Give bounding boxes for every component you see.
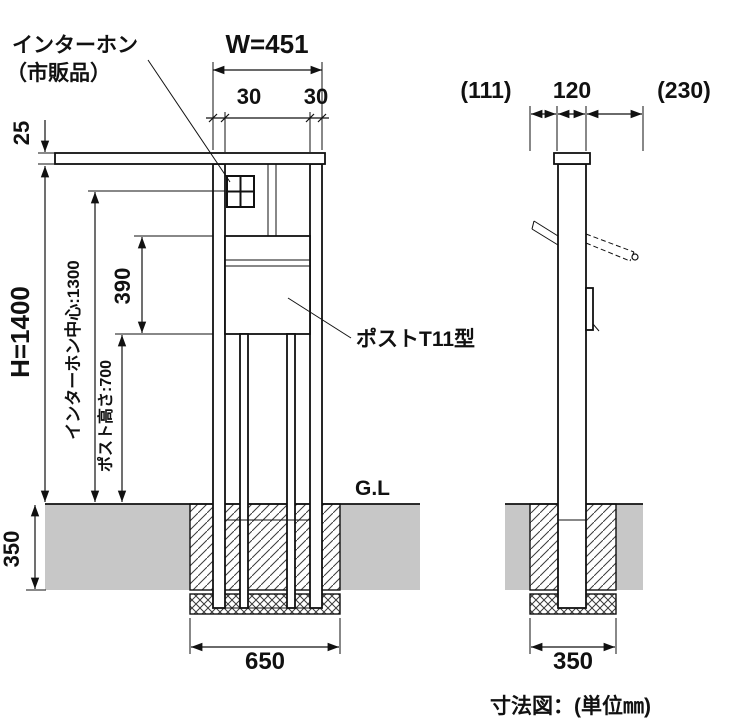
mailbox-bracket-hook [592,323,600,332]
intercom-bracket [533,220,559,237]
flap-knob [631,253,639,261]
dim-box-label: 390 [110,268,135,305]
leg-right [286,333,296,609]
post-right [309,163,323,609]
intercom-bracket [531,220,535,230]
mailbox-flap-dashed [585,233,635,253]
post-profile [557,163,587,609]
side-view-dimensions: (111) 120 (230) 350 [460,77,710,675]
mailbox-bracket [585,287,594,331]
post-cap [553,152,591,165]
soil-left [505,504,530,590]
dim-back-offset-label: (230) [657,77,711,103]
post-left [212,163,226,609]
dim-post-right-label: 30 [304,84,328,109]
dim-intercom-center-label: インターホン中心:1300 [63,260,83,439]
drawing-caption: 寸法図：(単位㎜) [490,694,651,718]
dim-height-label: H=1400 [5,286,35,378]
side-view-structure [531,152,639,609]
intercom-callout-line2: （市販品） [6,61,111,85]
front-view-structure [54,152,326,609]
leg-left [239,333,249,609]
soil-right [616,504,643,590]
dim-width-label: W=451 [225,29,308,59]
intercom-bracket [531,228,559,246]
top-crossbar [54,152,326,165]
soil-left [45,504,190,590]
ground-level-label: G.L [355,477,390,500]
dim-embed-label: 350 [0,531,24,568]
dim-post-left-label: 30 [237,84,261,109]
dim-post-height-label: ポスト高さ:700 [96,360,115,472]
intercom-callout-line1: インターホン [12,34,138,57]
gravel-base [189,593,341,615]
dim-side-footing-label: 350 [553,648,593,675]
dim-footing-label: 650 [245,648,285,675]
dim-post-depth-label: 120 [553,77,591,103]
dim-cap-label: 25 [9,121,34,145]
dim-front-offset-label: (111) [460,77,511,103]
mailbox-body [224,235,311,335]
front-view-dimensions: W=451 30 30 25 H=1400 インターホン中心:1300 390 … [0,29,475,675]
soil-right [340,504,420,590]
post-model-label: ポストT11型 [356,327,475,351]
